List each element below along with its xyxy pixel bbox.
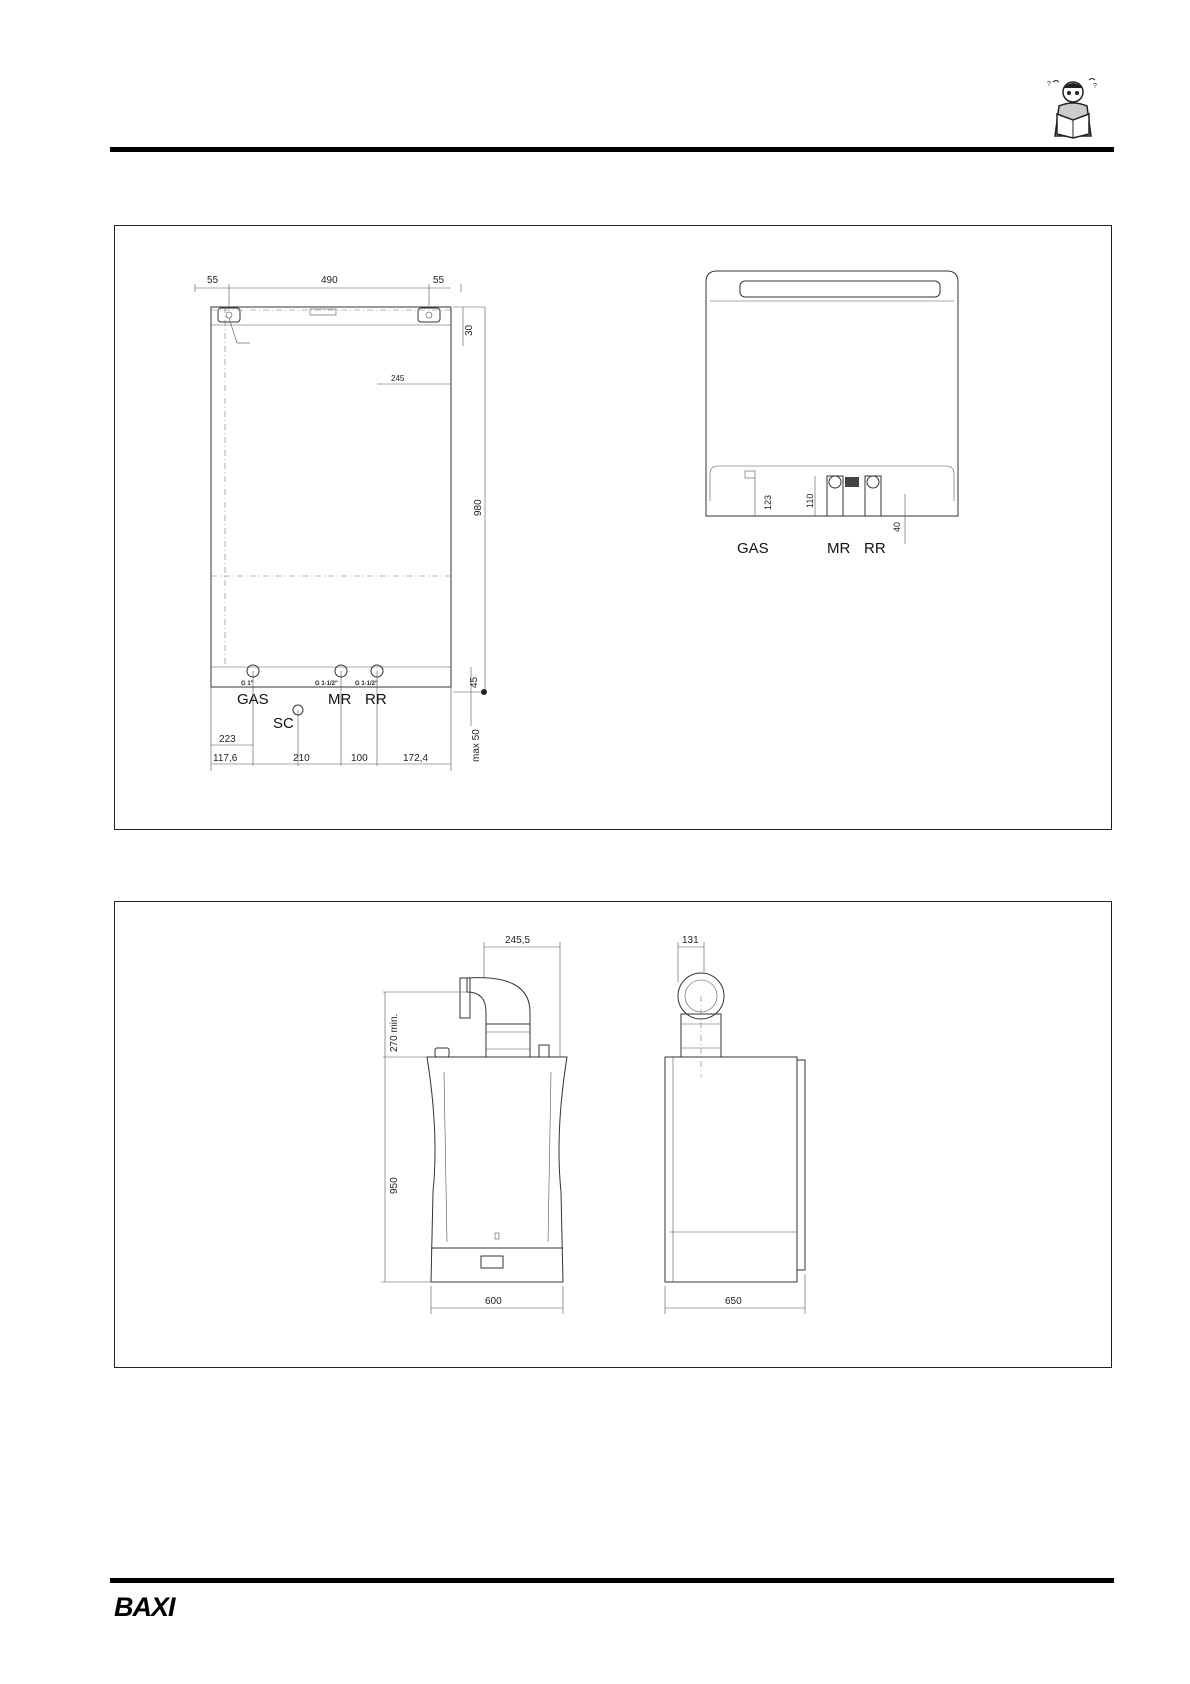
connections-drawing: G 1" G 1-1/2" G 1-1/2" GAS MR RR SC 55 4… (194, 270, 959, 771)
mounting-bracket-right (417, 307, 441, 323)
mr-label: MR (328, 691, 351, 708)
mr-thread-label: G 1-1/2" (315, 681, 338, 687)
boiler-front-elevation: 245,5 270 min. 950 600 (381, 935, 568, 1314)
dim-right-980: 980 (473, 499, 484, 516)
bv-gas-label: GAS (737, 540, 769, 557)
bottom-view-outline (705, 270, 959, 517)
rr-thread-label: G 1-1/2" (355, 681, 378, 687)
dim-flue-offset: 245,5 (505, 935, 530, 946)
boiler-front-view: G 1" G 1-1/2" G 1-1/2" GAS MR RR SC 55 4… (194, 275, 487, 771)
top-handle (739, 280, 941, 298)
dim-bottom-210: 210 (293, 753, 310, 764)
boiler-outline (210, 306, 452, 688)
dim-right-30: 30 (464, 324, 475, 336)
dim-right-45: 45 (469, 676, 480, 688)
casing-front (426, 1056, 568, 1283)
dim-bottom-100: 100 (351, 753, 368, 764)
header-icon: ?? (1045, 76, 1101, 144)
dim-inner-245: 245 (391, 374, 405, 383)
gas-label: GAS (237, 691, 269, 708)
dim-top-mid: 490 (321, 275, 338, 286)
baxi-logo: BAXI (114, 1592, 176, 1622)
technician-reading-manual-icon: ?? (1047, 78, 1097, 139)
mounting-bracket-left (217, 307, 241, 323)
rr-label: RR (365, 691, 387, 708)
gas-thread-label: G 1" (241, 681, 254, 687)
dim-right-max50: max 50 (471, 729, 482, 762)
dim-width: 600 (485, 1296, 502, 1307)
boiler-side-elevation: 131 650 (664, 935, 806, 1314)
dim-bv-123: 123 (763, 495, 773, 510)
dim-height: 950 (389, 1177, 400, 1194)
flue-pipe (485, 1023, 531, 1058)
dim-bottom-117: 117,6 (213, 753, 238, 764)
dim-flue-height: 270 min. (389, 1014, 400, 1052)
svg-text:?: ? (1093, 83, 1097, 90)
casing-side (664, 1056, 798, 1283)
dim-bv-40: 40 (892, 522, 902, 532)
control-panel-display (480, 1255, 504, 1269)
figure-panel-dimensions: 245,5 270 min. 950 600 131 (114, 901, 1112, 1368)
boiler-bottom-view: 123 110 40 GAS MR RR (705, 270, 959, 557)
flue-elbow (466, 977, 531, 1024)
dim-depth: 650 (725, 1296, 742, 1307)
footer-rule (110, 1578, 1114, 1583)
dim-top-right: 55 (433, 275, 445, 286)
dim-bottom-223: 223 (219, 734, 236, 745)
sc-label: SC (273, 715, 294, 732)
figure-panel-connections: G 1" G 1-1/2" G 1-1/2" GAS MR RR SC 55 4… (114, 225, 1112, 830)
header-rule (110, 147, 1114, 152)
dim-bv-110: 110 (805, 494, 815, 508)
top-connector (309, 308, 337, 316)
bv-mr-label: MR (827, 540, 850, 557)
svg-text:?: ? (1047, 81, 1051, 88)
dim-bottom-172: 172,4 (403, 753, 428, 764)
bv-rr-label: RR (864, 540, 886, 557)
dim-top-left: 55 (207, 275, 219, 286)
dimensions-drawing: 245,5 270 min. 950 600 131 (381, 935, 806, 1314)
dim-flue-depth: 131 (682, 935, 699, 946)
